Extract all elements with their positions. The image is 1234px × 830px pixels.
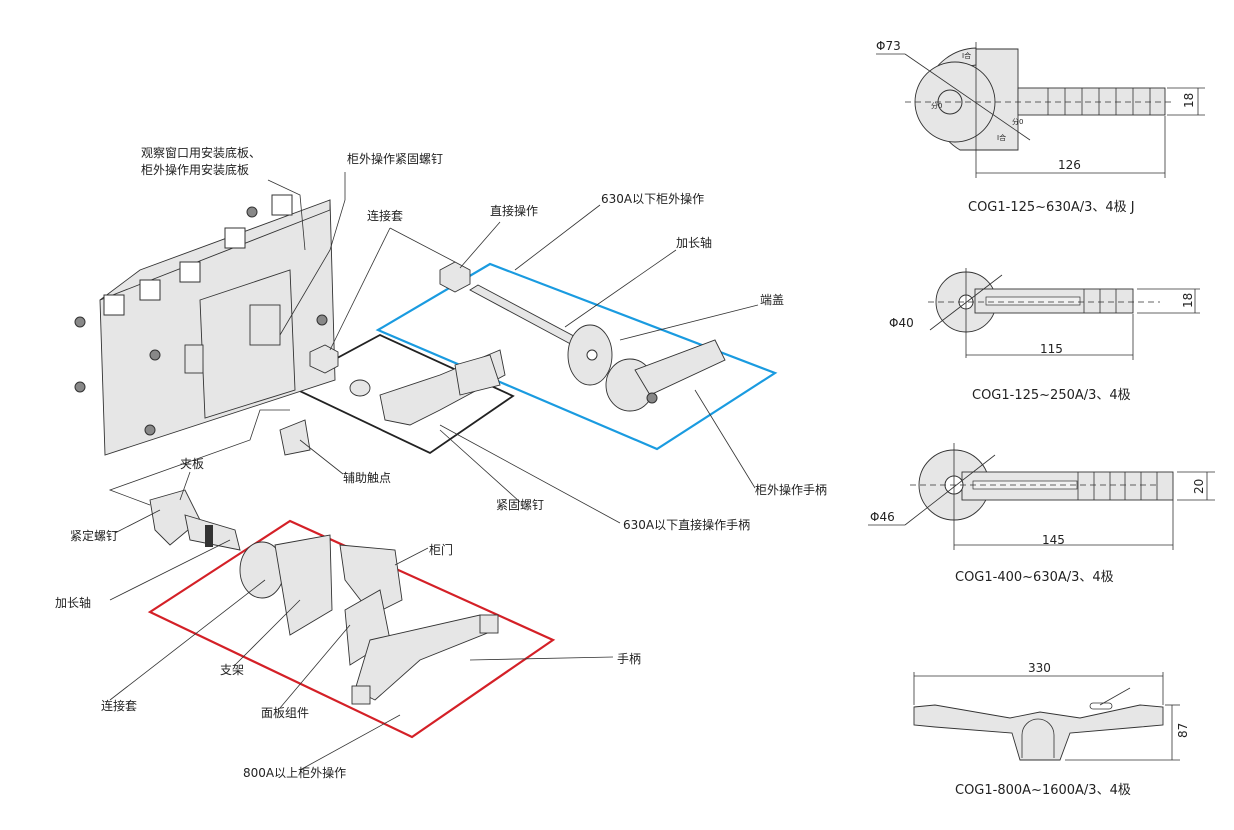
label-direct-op: 直接操作	[490, 203, 538, 218]
label-ext-shaft-top: 加长轴	[676, 235, 712, 250]
dim-length: 330	[1028, 661, 1051, 675]
label-aux-contact: 辅助触点	[343, 471, 391, 485]
drawing-handle-j: I合 分0 分0 I合 Φ73 126 18 COG1-125~630A/3、4…	[876, 39, 1205, 215]
label-outer-op-800: 800A以上柜外操作	[243, 765, 346, 780]
mark-off-1: 分0	[931, 101, 942, 110]
label-bracket: 支架	[220, 663, 244, 677]
outer-op-800-parts	[149, 489, 499, 705]
mark-on-2: I合	[997, 133, 1006, 142]
switch-body	[74, 194, 336, 456]
mark-off-2: 分0	[1012, 117, 1023, 126]
label-mount-plate-2: 柜外操作用安装底板	[141, 162, 249, 177]
dim-diameter: Φ40	[889, 316, 914, 330]
leader-lines	[108, 172, 759, 771]
dim-diameter: Φ73	[876, 39, 901, 53]
black-frame-direct-op	[285, 333, 515, 455]
caption: COG1-400~630A/3、4极	[955, 570, 1114, 585]
dim-width: 18	[1182, 93, 1196, 108]
dim-diameter: Φ46	[870, 510, 895, 524]
label-outer-fix-screw: 柜外操作紧固螺钉	[347, 151, 443, 166]
direct-op-parts	[279, 261, 506, 456]
label-outer-handle: 柜外操作手柄	[755, 482, 827, 497]
label-set-screw: 紧定螺钉	[70, 528, 118, 543]
drawing-handle-630: Φ46 145 20 COG1-400~630A/3、4极	[868, 443, 1215, 585]
mark-on-1: I合	[962, 51, 971, 60]
caption: COG1-125~630A/3、4极 J	[968, 200, 1135, 215]
label-fix-screw: 紧固螺钉	[496, 498, 544, 512]
label-ext-shaft-bottom: 加长轴	[55, 595, 91, 610]
label-end-cap: 端盖	[760, 293, 784, 307]
caption: COG1-125~250A/3、4极	[972, 388, 1131, 403]
label-direct-handle-630: 630A以下直接操作手柄	[623, 517, 750, 532]
label-cabinet-door: 柜门	[429, 542, 453, 557]
label-clamp: 夹板	[180, 457, 204, 471]
drawing-handle-1600: 330 87 COG1-800A~1600A/3、4极	[913, 661, 1190, 798]
dim-width: 20	[1192, 479, 1206, 494]
label-mount-plate: 观察窗口用安装底板、	[141, 145, 261, 160]
dim-width: 87	[1176, 723, 1190, 738]
dim-width: 18	[1181, 293, 1195, 308]
dim-length: 126	[1058, 158, 1081, 172]
label-handle: 手柄	[617, 652, 641, 666]
dim-length: 115	[1040, 342, 1063, 356]
dim-length: 145	[1042, 533, 1065, 547]
label-coupling-bottom: 连接套	[101, 698, 137, 713]
outer-op-630-parts	[469, 284, 726, 412]
label-outer-op-630: 630A以下柜外操作	[601, 191, 704, 206]
caption: COG1-800A~1600A/3、4极	[955, 783, 1131, 798]
red-frame-800-outer-op	[147, 519, 556, 739]
label-panel-assembly: 面板组件	[261, 706, 309, 720]
label-coupling-top: 连接套	[367, 208, 403, 223]
drawing-handle-250: Φ40 115 18 COG1-125~250A/3、4极	[889, 268, 1200, 403]
